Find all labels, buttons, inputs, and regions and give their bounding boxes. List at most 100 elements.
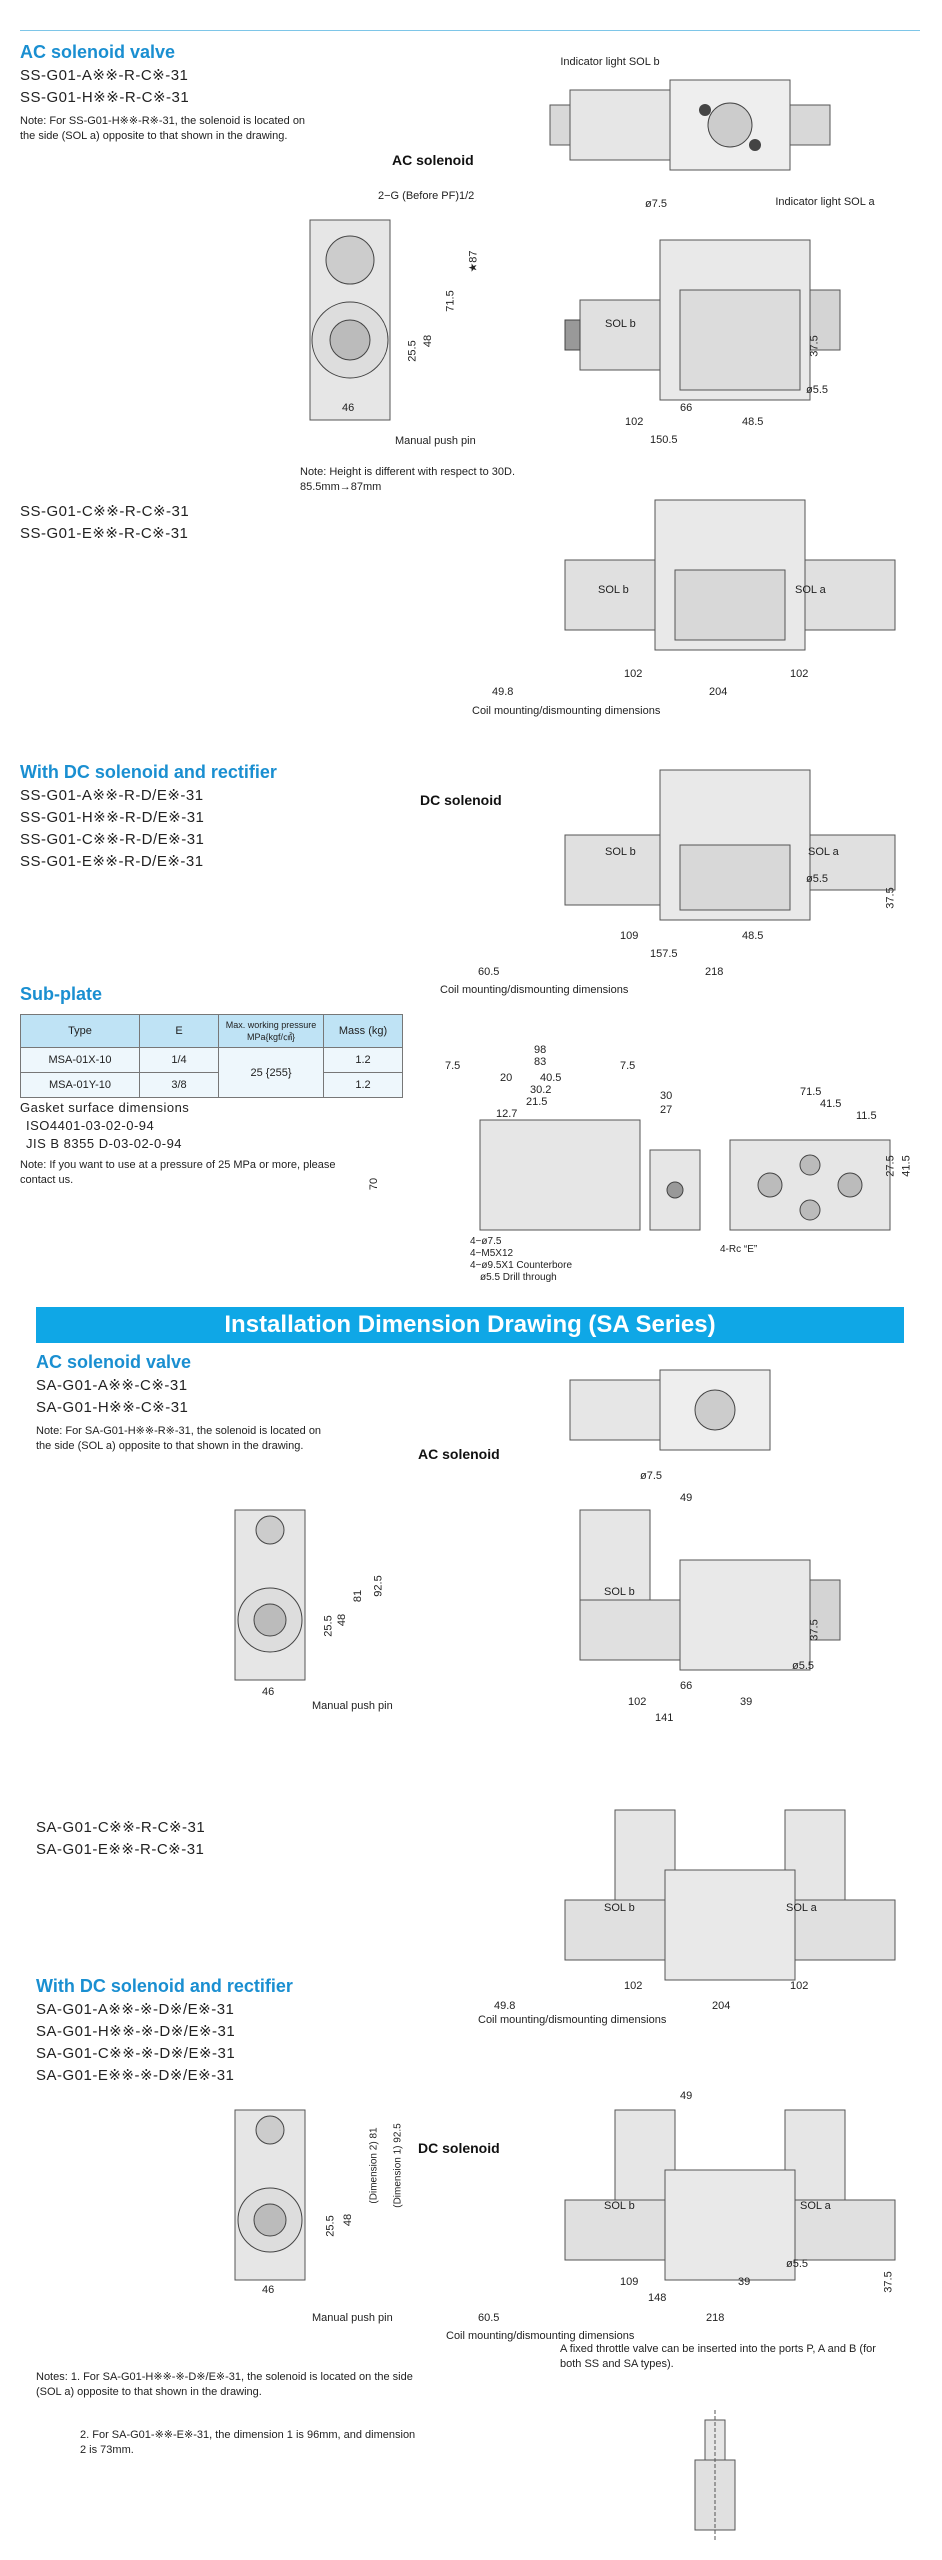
ss-ac-h48: 48 [422, 334, 435, 348]
sa-ac-h48: 48 [336, 1613, 349, 1627]
sa-dc-sol-b: SOL b [604, 2200, 635, 2212]
sa-ac-w49: 49 [680, 1492, 693, 1504]
sa-ac-h375: 37.5 [808, 1619, 821, 1641]
ss-ac-d55: ø5.5 [806, 384, 829, 396]
subplate-table: Type E Max. working pressure MPa{kgf/㎠} … [20, 1014, 403, 1098]
ss-dc-w218: 218 [705, 966, 724, 978]
ss-ac-h715: 71.5 [444, 290, 457, 312]
sa-ce-model-2: SA-G01-E※※-R-C※-31 [36, 1841, 205, 1858]
cell-mass: 1.2 [323, 1072, 403, 1098]
ss-ce-model-2: SS-G01-E※※-R-C※-31 [20, 525, 189, 542]
gasket-std-2: JIS B 8355 D-03-02-0-94 [26, 1136, 183, 1151]
ss-dc-model-3: SS-G01-C※※-R-D/E※-31 [20, 831, 205, 848]
sa-ce-model-1: SA-G01-C※※-R-C※-31 [36, 1819, 206, 1836]
sa-ac-model-2: SA-G01-H※※-C※-31 [36, 1399, 189, 1416]
cell-type: MSA-01X-10 [20, 1047, 140, 1073]
col-type: Type [20, 1014, 140, 1048]
sa-ac-end-view [234, 1509, 306, 1681]
sa-dc-sol-a: SOL a [800, 2200, 831, 2212]
ss-ac-model-1: SS-G01-A※※-R-C※-31 [20, 67, 189, 84]
ss-ac-h87: ★87 [467, 250, 480, 273]
subplate-w715: 71.5 [800, 1086, 822, 1098]
ss-dc-front-view [564, 769, 896, 921]
ss-ac-port-g: 2−G (Before PF)1/2 [378, 190, 475, 202]
ss-ac-sol-b: SOL b [605, 318, 636, 330]
subplate-h275: 27.5 [884, 1155, 897, 1177]
subplate-callout-5: 4-Rc “E” [720, 1244, 758, 1255]
ss-dc-w109: 109 [620, 930, 639, 942]
ss-dc-model-4: SS-G01-E※※-R-D/E※-31 [20, 853, 204, 870]
sa-dc-w46: 46 [262, 2284, 275, 2296]
sa-ac-model-1: SA-G01-A※※-C※-31 [36, 1377, 188, 1394]
ss-ac-h255: 25.5 [406, 340, 419, 362]
subplate-w115: 11.5 [856, 1110, 877, 1122]
sa-ac-h255: 25.5 [322, 1615, 335, 1637]
sa-dc-d55: ø5.5 [786, 2258, 809, 2270]
sa-ce-caption: Coil mounting/dismounting dimensions [478, 2014, 667, 2026]
subplate-h415: 41.5 [900, 1155, 913, 1177]
subplate-drawings [479, 1119, 891, 1231]
ss-dc-sol-b: SOL b [605, 846, 636, 858]
sa-dc-caption: Coil mounting/dismounting dimensions [446, 2330, 635, 2342]
sa-ac-d75: ø7.5 [640, 1470, 663, 1482]
sa-ac-note: Note: For SA-G01-H※※-R※-31, the solenoid… [36, 1425, 322, 1452]
ss-dc-w1575: 157.5 [650, 948, 678, 960]
ss-ac-h375: 37.5 [808, 335, 821, 357]
ss-ce-sol-a: SOL a [795, 584, 826, 596]
ss-ac-top-view [549, 79, 831, 171]
subplate-callout-3: 4−ø9.5X1 Counterbore [470, 1260, 573, 1271]
cell-pressure: 25 {255} [218, 1047, 324, 1098]
sa-dc-dim1: (Dimension 1) 92.5 [392, 2123, 404, 2208]
ss-ac-d75: ø7.5 [645, 198, 668, 210]
subplate-w215: 21.5 [526, 1096, 548, 1108]
ss-ac-height-note: Note: Height is different with respect t… [300, 466, 516, 493]
subplate-w20: 20 [500, 1072, 513, 1084]
ss-ac-front-view [564, 239, 841, 401]
ss-ac-w485: 48.5 [742, 416, 764, 428]
sa-ac-w39: 39 [740, 1696, 753, 1708]
ss-ce-w204: 204 [709, 686, 728, 698]
sa-ce-sol-a: SOL a [786, 1902, 817, 1914]
sa-ce-w498: 49.8 [494, 2000, 516, 2012]
sa-dc-w109: 109 [620, 2276, 639, 2288]
ss-ac-indicator-b: Indicator light SOL b [560, 56, 660, 68]
sa-dc-w148: 148 [648, 2292, 667, 2304]
ss-ac-manual: Manual push pin [395, 435, 476, 447]
gasket-title: Gasket surface dimensions [20, 1100, 190, 1115]
ss-ac-w1505: 150.5 [650, 434, 678, 446]
sa-dc-manual: Manual push pin [312, 2312, 393, 2324]
subplate-w30: 30 [660, 1090, 673, 1102]
subplate-w27: 27 [660, 1104, 673, 1116]
ss-ce-w102b: 102 [790, 668, 809, 680]
subplate-callout-1: 4−ø7.5 [470, 1236, 502, 1247]
sa-dc-h375: 37.5 [882, 2271, 895, 2293]
sa-ac-manual: Manual push pin [312, 1700, 393, 1712]
sa-dc-label: DC solenoid [418, 2140, 500, 2156]
cell-e: 1/4 [139, 1047, 219, 1073]
ss-ac-w66: 66 [680, 402, 693, 414]
ss-dc-h375: 37.5 [884, 887, 897, 909]
subplate-w75b: 7.5 [620, 1060, 636, 1072]
throttle-valve-drawing [694, 2410, 736, 2540]
sa-dc-heading: With DC solenoid and rectifier [36, 1976, 293, 1996]
col-mass: Mass (kg) [323, 1014, 403, 1048]
sa-dc-dim2: (Dimension 2) 81 [368, 2127, 380, 2204]
subplate-w415: 41.5 [820, 1098, 842, 1110]
sa-ac-w102: 102 [628, 1696, 647, 1708]
sa-dc-w605: 60.5 [478, 2312, 500, 2324]
ss-ac-end-view [309, 219, 391, 421]
ss-ac-note: Note: For SS-G01-H※※-R※-31, the solenoid… [20, 115, 306, 142]
sa-series-banner: Installation Dimension Drawing (SA Serie… [36, 1307, 904, 1343]
ss-dc-w605: 60.5 [478, 966, 500, 978]
sa-dc-model-2: SA-G01-H※※-※-D※/E※-31 [36, 2023, 236, 2040]
subplate-w75a: 7.5 [445, 1060, 461, 1072]
sa-dc-model-4: SA-G01-E※※-※-D※/E※-31 [36, 2067, 235, 2084]
sa-dc-end-view [234, 2109, 306, 2281]
table-row: MSA-01Y-10 3/8 1.2 [20, 1072, 403, 1098]
sa-dc-w39: 39 [738, 2276, 751, 2288]
sa-ac-h925: 92.5 [372, 1575, 385, 1597]
sa-ac-h81: 81 [352, 1589, 365, 1603]
sa-dc-front-view [564, 2109, 896, 2281]
ss-dc-caption: Coil mounting/dismounting dimensions [440, 984, 629, 996]
sa-ac-top-view [569, 1369, 771, 1451]
